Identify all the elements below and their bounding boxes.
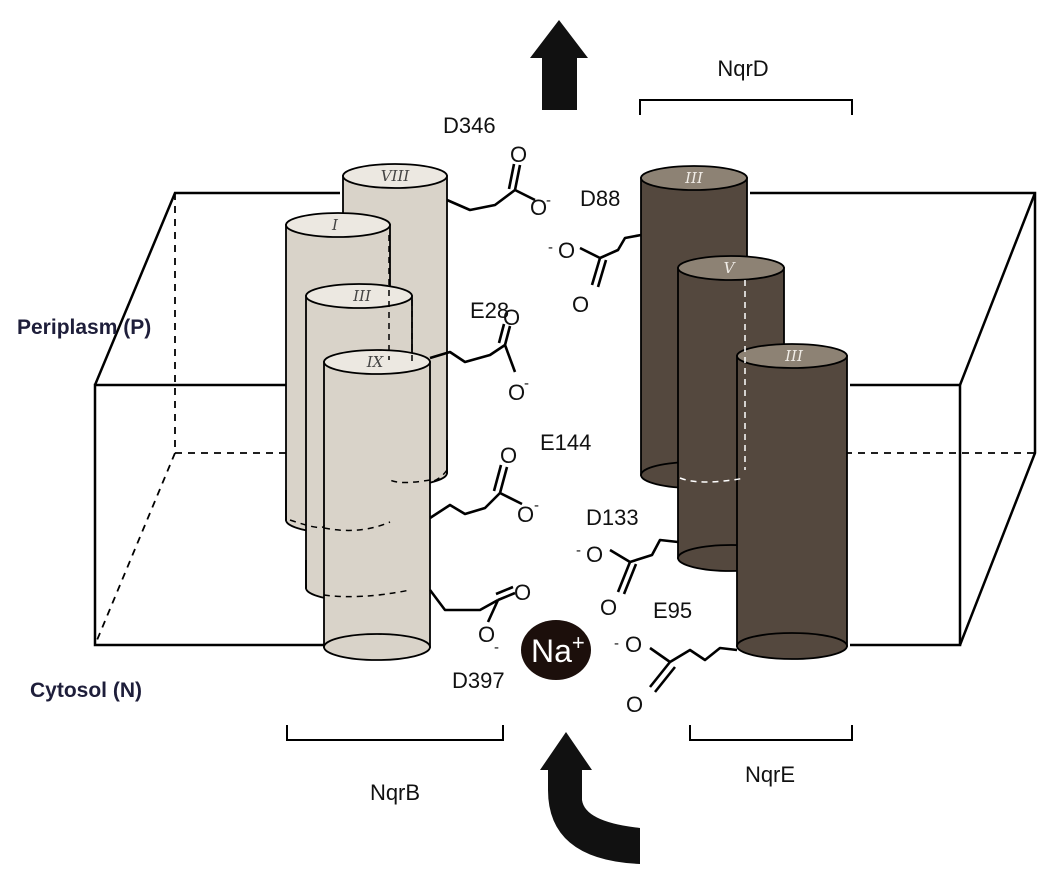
- sodium-ion-charge: +: [572, 630, 585, 655]
- oxygen-d397-b: O: [478, 622, 495, 647]
- side-chains: [428, 163, 738, 693]
- label-nqre: NqrE: [745, 762, 795, 787]
- bracket-nqrd: [639, 99, 853, 115]
- sodium-ion: Na+: [521, 620, 591, 680]
- label-d397: D397: [452, 668, 505, 693]
- label-d346: D346: [443, 113, 496, 138]
- oxygen-d346-b: O: [530, 195, 547, 220]
- bracket-nqrb: [286, 725, 504, 741]
- label-periplasm: Periplasm (P): [17, 316, 151, 339]
- svg-text:Na+: Na+: [531, 630, 585, 669]
- helix-label-nqrd-iii: III: [684, 169, 704, 187]
- helix-label-nqre-iii: III: [784, 347, 804, 365]
- oxygen-e28-a: O: [503, 305, 520, 330]
- oxygen-d88-b: O: [572, 292, 589, 317]
- oxygen-e95-a: O: [625, 632, 642, 657]
- helix-nqre-iii: III: [736, 343, 848, 660]
- oxygen-d397-a: O: [514, 580, 531, 605]
- charge-e28: -: [524, 375, 529, 392]
- charge-e144: -: [534, 497, 539, 514]
- helix-label-nqrb-viii: VIII: [381, 167, 411, 185]
- residue-labels: D346 E28 E144 D397 D88 D133 E95: [443, 113, 692, 693]
- helix-label-nqrd-v: V: [724, 259, 737, 277]
- bracket-nqre: [689, 725, 853, 741]
- label-nqrb: NqrB: [370, 780, 420, 805]
- charge-d88: -: [548, 239, 553, 256]
- label-cytosol: Cytosol (N): [30, 679, 142, 702]
- dark-hidden-outlines: [679, 280, 746, 483]
- label-e28: E28: [470, 298, 509, 323]
- helix-label-nqrb-i: I: [331, 216, 339, 234]
- sodium-ion-label: Na: [531, 633, 572, 669]
- charge-d397: -: [494, 639, 499, 656]
- oxygen-d88-a: O: [558, 238, 575, 263]
- label-e95: E95: [653, 598, 692, 623]
- charge-d346: -: [546, 192, 551, 209]
- oxygen-d133-a: O: [586, 542, 603, 567]
- oxygen-e144-a: O: [500, 443, 517, 468]
- oxygen-e144-b: O: [517, 502, 534, 527]
- oxygen-d346-a: O: [510, 142, 527, 167]
- charge-e95: -: [614, 635, 619, 652]
- helix-nqrb-ix: IX: [323, 349, 431, 661]
- charge-d133: -: [576, 542, 581, 559]
- nqrb-hidden-outlines: [289, 235, 448, 598]
- oxygen-e95-b: O: [626, 692, 643, 717]
- arrow-up-top: [530, 20, 588, 110]
- membrane-hidden-edges: [94, 193, 1035, 646]
- subunit-brackets: [286, 99, 853, 741]
- arrow-curved-bottom: [540, 732, 640, 864]
- helix-label-nqrb-ix: IX: [366, 353, 385, 371]
- label-e144: E144: [540, 430, 591, 455]
- oxygen-e28-b: O: [508, 380, 525, 405]
- label-d88: D88: [580, 186, 620, 211]
- helix-label-nqrb-iii: III: [352, 287, 372, 305]
- label-d133: D133: [586, 505, 639, 530]
- oxygen-d133-b: O: [600, 595, 617, 620]
- label-nqrd: NqrD: [717, 56, 768, 81]
- oxygen-atoms: O O - O O - O O - O O - - O O - O O - O …: [478, 142, 643, 717]
